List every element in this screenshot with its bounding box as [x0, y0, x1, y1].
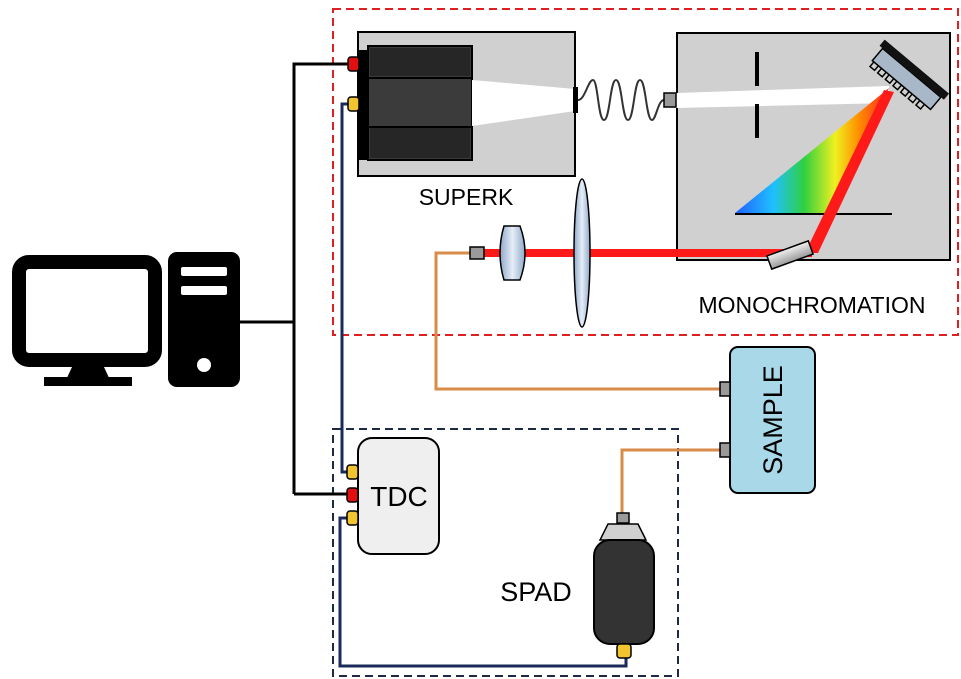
- laser-beam: [482, 249, 812, 257]
- tdc-label: TDC: [370, 481, 428, 512]
- lens-icon: [499, 225, 526, 281]
- fiber-coupler-connector: [469, 246, 485, 260]
- tdc-stop-connector: [346, 510, 359, 526]
- diffraction-grating-icon: [868, 39, 950, 111]
- desktop-computer-icon: [12, 252, 240, 387]
- large-lens-icon: [573, 178, 591, 328]
- sample-output-connector: [719, 442, 731, 458]
- spad-label: SPAD: [500, 577, 572, 607]
- sample-label: SAMPLE: [758, 365, 788, 475]
- mono-input-connector: [663, 92, 677, 108]
- monochromation-label: MONOCHROMATION: [698, 292, 925, 318]
- superk-label: SUPERK: [419, 184, 514, 210]
- optical-fiber: [434, 251, 722, 516]
- spad-detector: [593, 512, 655, 659]
- sample-input-connector: [719, 381, 731, 397]
- detection-region-box: [332, 428, 679, 677]
- sample-box: [729, 346, 816, 494]
- tdc-start-connector: [346, 464, 359, 480]
- superk-laser-device: [357, 31, 578, 177]
- excitation-region-box: [332, 8, 959, 336]
- mirror-icon: [765, 239, 815, 271]
- monochromator-device: [676, 32, 951, 261]
- superk-sync-connector: [347, 96, 360, 112]
- control-cable: [240, 62, 354, 496]
- fiber-coil-icon: [577, 78, 665, 122]
- tdc-trigger-connector: [346, 487, 359, 503]
- superk-trigger-connector: [347, 56, 360, 72]
